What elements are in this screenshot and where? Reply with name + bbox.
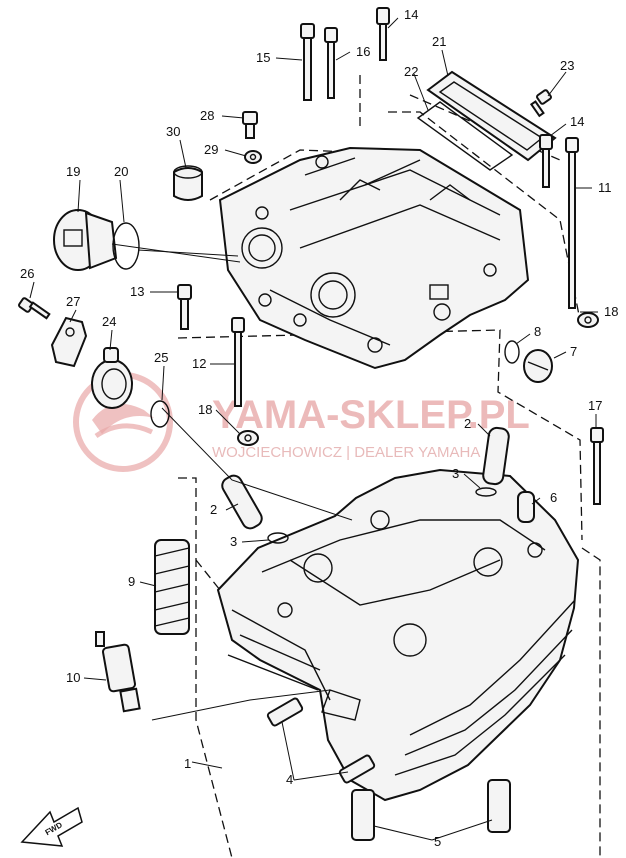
part-stud-5a	[351, 789, 375, 841]
callout-12: 12	[192, 356, 206, 371]
part-bolt-13	[177, 284, 192, 330]
part-clip-3a	[475, 487, 497, 497]
part-bolt-14b	[539, 134, 553, 188]
part-stud-5b	[487, 779, 511, 833]
callout-23: 23	[560, 58, 574, 73]
callout-1: 1	[184, 756, 191, 771]
callout-3: 3	[452, 466, 459, 481]
part-stud-4a	[266, 697, 304, 727]
cylinder-head	[216, 468, 580, 802]
part-o-ring-8	[504, 340, 520, 364]
callout-19: 19	[66, 164, 80, 179]
leader-lines	[29, 17, 598, 841]
part-valve-seal-6	[517, 491, 535, 523]
callout-8: 8	[534, 324, 541, 339]
callout-14: 14	[404, 7, 418, 22]
callout-29: 29	[204, 142, 218, 157]
part-washer-29	[244, 150, 262, 164]
part-screw-26	[18, 297, 51, 320]
part-valve-guide-2b	[221, 474, 263, 530]
callout-17: 17	[588, 398, 602, 413]
callout-9: 9	[128, 574, 135, 589]
watermark: YAMA-SKLEP.PL WOJCIECHOWICZ | DEALER YAM…	[73, 372, 530, 472]
callout-27: 27	[66, 294, 80, 309]
part-plug-7	[523, 349, 553, 383]
cylinder-head-cover	[218, 146, 530, 370]
part-screw-23	[529, 89, 552, 118]
callout-16: 16	[356, 44, 370, 59]
part-gasket-22	[416, 101, 514, 171]
part-valve-guide-2a	[482, 426, 510, 486]
part-bolt-15	[300, 23, 315, 101]
part-clip-3b	[267, 532, 289, 544]
part-bolt-16	[324, 27, 338, 99]
callout-2: 2	[464, 416, 471, 431]
watermark-subtitle: WOJCIECHOWICZ | DEALER YAMAHA	[212, 444, 480, 461]
callout-14b: 14	[570, 114, 584, 129]
fwd-arrow-badge: FWD	[20, 806, 83, 847]
callout-3b: 3	[230, 534, 237, 549]
callout-4: 4	[286, 772, 293, 787]
callout-5: 5	[434, 834, 441, 849]
callout-21: 21	[432, 34, 446, 49]
callout-24: 24	[102, 314, 116, 329]
callout-15: 15	[256, 50, 270, 65]
part-spark-plug-10	[95, 631, 141, 713]
part-stud-12	[231, 317, 245, 407]
part-o-ring-20	[112, 222, 140, 270]
callout-20: 20	[114, 164, 128, 179]
callout-11: 11	[598, 180, 612, 195]
callout-10: 10	[66, 670, 80, 685]
callout-22: 22	[404, 64, 418, 79]
part-cover-plate-21	[426, 70, 557, 162]
part-bracket-27	[50, 316, 88, 368]
callout-labels: 14 15 16 21 22 23 28 14 30 29 19 20 11 2…	[20, 7, 618, 849]
part-o-ring-25	[150, 400, 170, 428]
part-bolt-28	[242, 111, 258, 139]
callout-18b: 18	[198, 402, 212, 417]
callout-18: 18	[604, 304, 618, 319]
part-washer-18a	[577, 312, 599, 328]
part-stud-11	[565, 137, 579, 309]
callout-13: 13	[130, 284, 144, 299]
part-plug-30	[173, 165, 203, 201]
callout-6: 6	[550, 490, 557, 505]
callout-26: 26	[20, 266, 34, 281]
part-bolt-14a	[376, 7, 390, 61]
callout-28: 28	[200, 108, 214, 123]
callout-7: 7	[570, 344, 577, 359]
callout-2b: 2	[210, 502, 217, 517]
watermark-title: YAMA-SKLEP.PL	[212, 393, 530, 437]
part-stud-17	[590, 427, 604, 505]
part-cap-19	[53, 209, 118, 271]
callout-25: 25	[154, 350, 168, 365]
part-spring-9	[154, 539, 190, 635]
part-stud-4b	[338, 754, 376, 784]
callout-30: 30	[166, 124, 180, 139]
part-holder-24	[91, 347, 133, 409]
part-washer-18b	[237, 430, 259, 446]
